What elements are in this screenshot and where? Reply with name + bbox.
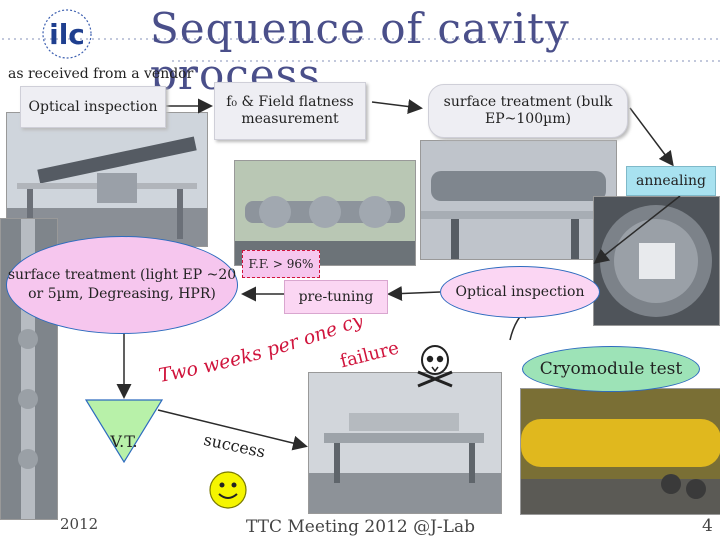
subtitle-dotted-rule bbox=[170, 60, 720, 62]
skull-crossbones-icon bbox=[412, 342, 458, 388]
ilc-logo-mark: ilc bbox=[42, 9, 92, 59]
page-number: 4 bbox=[702, 516, 713, 536]
slide-subtitle: as received from a vendor bbox=[8, 66, 194, 82]
step-optical-inspection-2-label: Optical inspection bbox=[455, 283, 585, 300]
step-annealing: annealing bbox=[626, 166, 716, 196]
arrow-optical-to-pretuning bbox=[387, 286, 441, 302]
two-weeks-text: Two weeks per one cycle bbox=[150, 318, 367, 387]
arrow-flatness-to-bulk bbox=[371, 99, 423, 114]
step-cryomodule-test-label: Cryomodule test bbox=[539, 359, 683, 379]
step-pre-tuning: pre-tuning bbox=[284, 280, 388, 314]
step-vt-label: V.T. bbox=[110, 432, 138, 451]
ff-badge-label: F.F. > 96% bbox=[248, 257, 314, 271]
photo-annealing-furnace bbox=[593, 196, 720, 326]
step-surface-bulk-label: surface treatment (bulk EP~100µm) bbox=[443, 94, 613, 127]
slide-title: Sequence of cavity process bbox=[150, 4, 570, 99]
two-weeks-curved-label: Two weeks per one cycle bbox=[150, 318, 367, 387]
step-optical-inspection-1-label: Optical inspection bbox=[28, 98, 158, 115]
footer-left: 2012 bbox=[60, 515, 99, 533]
step-field-flatness-label: f₀ & Field flatness measurement bbox=[226, 94, 354, 127]
smiley-face-icon bbox=[208, 470, 248, 510]
step-surface-light: surface treatment (light EP ~20 or 5µm, … bbox=[6, 236, 238, 334]
footer-title: TTC Meeting 2012 @J-Lab bbox=[246, 517, 475, 537]
svg-text:Two weeks per one cycle: Two weeks per one cycle bbox=[150, 318, 367, 387]
photo-bulk-ep bbox=[420, 140, 617, 260]
success-label: success bbox=[202, 430, 267, 462]
step-field-flatness: f₀ & Field flatness measurement bbox=[214, 82, 366, 140]
step-annealing-label: annealing bbox=[636, 173, 706, 189]
ff-badge: F.F. > 96% bbox=[242, 250, 320, 278]
logo-text: ilc bbox=[49, 18, 85, 51]
photo-cryomodule-lab bbox=[308, 372, 502, 514]
step-optical-inspection-2: Optical inspection bbox=[440, 266, 600, 318]
step-surface-bulk: surface treatment (bulk EP~100µm) bbox=[428, 84, 628, 138]
arrow-bulk-to-annealing bbox=[629, 107, 674, 167]
step-vt: V.T. bbox=[84, 398, 164, 464]
step-optical-inspection-1: Optical inspection bbox=[20, 86, 166, 128]
photo-cryomodule-test bbox=[520, 388, 720, 515]
vt-triangle-shape bbox=[84, 399, 164, 464]
ilc-logo: ilc bbox=[36, 8, 98, 60]
step-surface-light-label: surface treatment (light EP ~20 or 5µm, … bbox=[7, 267, 237, 302]
step-cryomodule-test: Cryomodule test bbox=[522, 346, 700, 392]
title-dotted-rule bbox=[0, 38, 720, 40]
step-pre-tuning-label: pre-tuning bbox=[298, 289, 374, 305]
